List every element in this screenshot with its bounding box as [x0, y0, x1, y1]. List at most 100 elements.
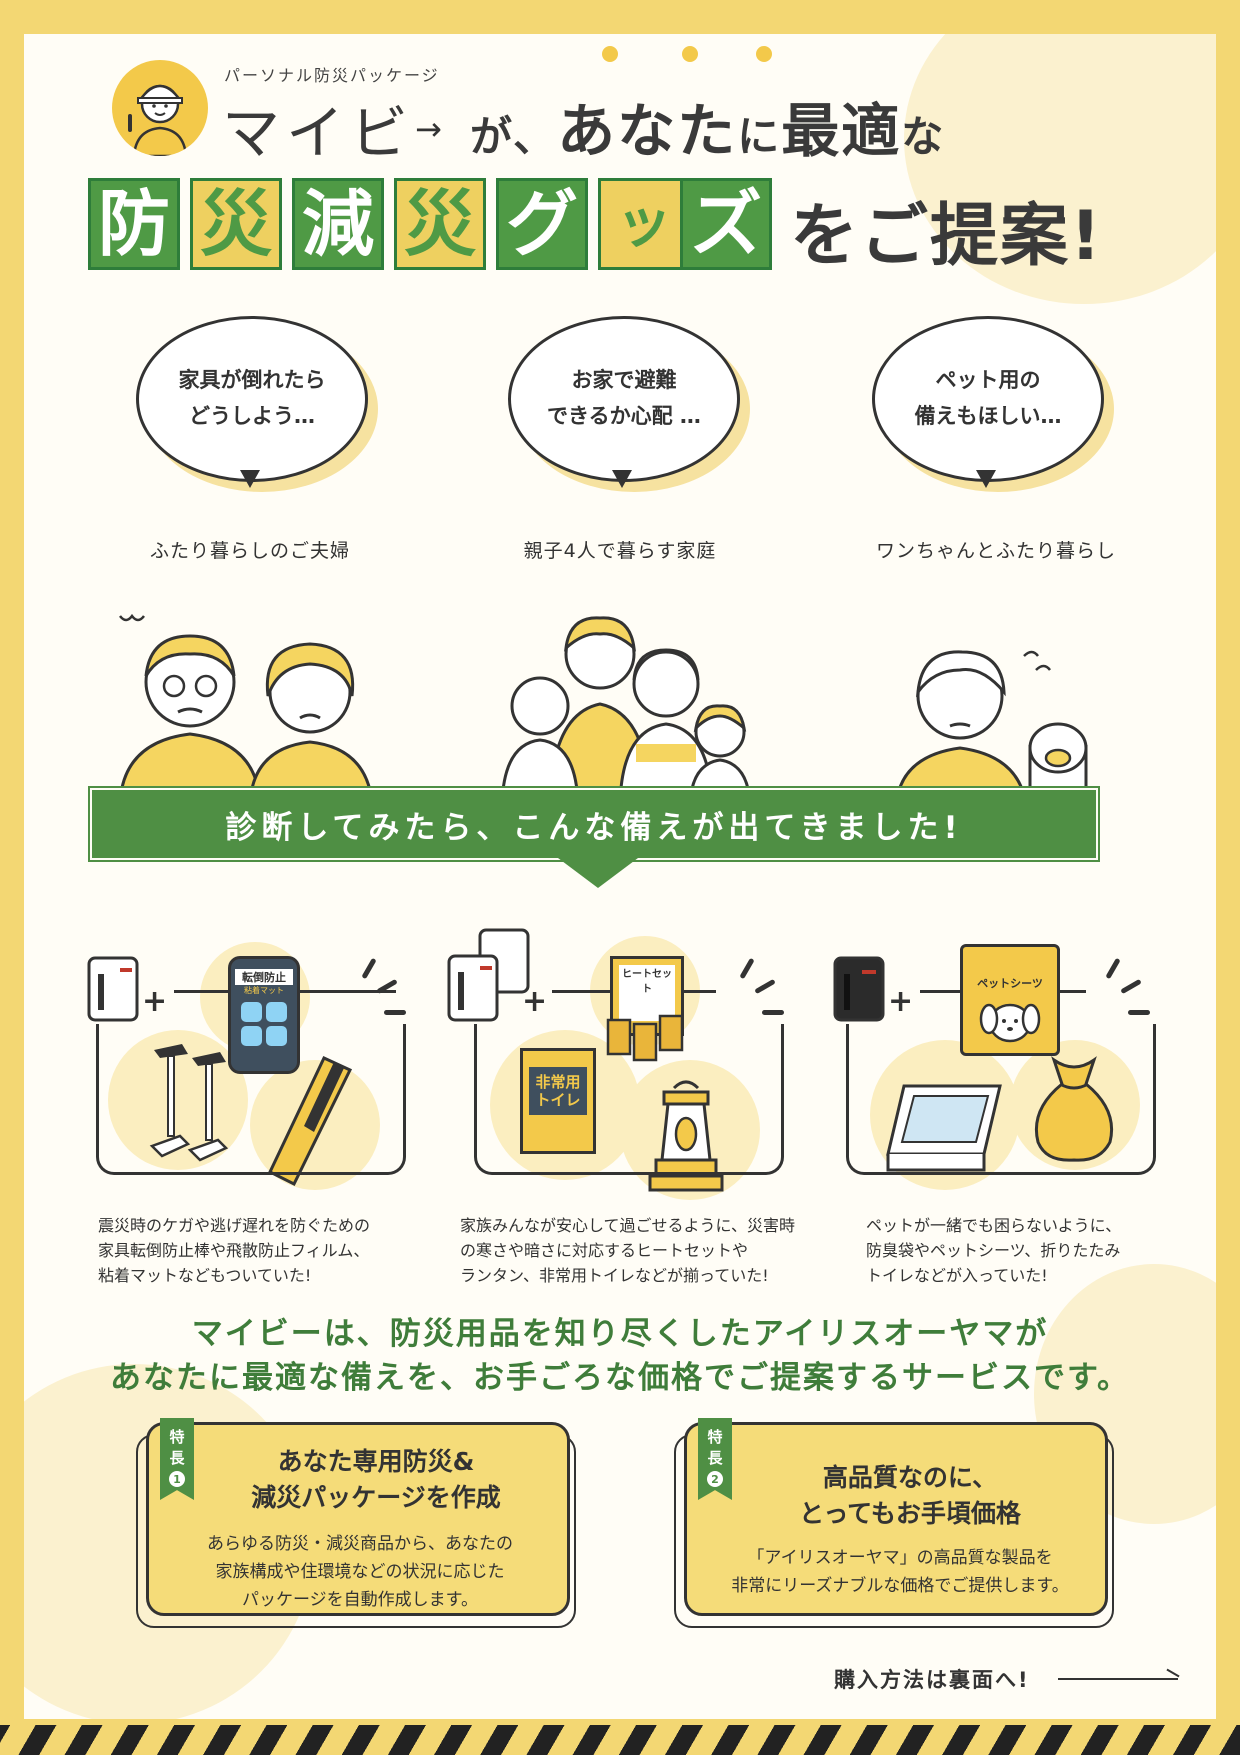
package-description-3: ペットが一緒でも困らないように、 防臭袋やペットシーツ、折りたたみ トイレなどが…	[866, 1214, 1196, 1288]
heat-set-label: ヒートセット	[619, 965, 675, 1021]
backpack-pair-icon	[447, 928, 530, 1022]
headline-line-1: が、あなたに最適な	[470, 84, 945, 168]
package-bracket	[96, 1024, 406, 1175]
couple-illustration	[118, 613, 374, 802]
see-back-note: 購入方法は裏面へ!	[834, 1668, 1030, 1692]
headline-tile: グ	[496, 178, 588, 270]
bubble-text: 家具が倒れたら	[178, 368, 326, 393]
folding-pet-toilet-icon	[886, 1084, 1002, 1172]
anti-slip-mat-package: 転倒防止 粘着マット	[228, 956, 300, 1074]
ribbon-char: 長	[707, 1449, 723, 1467]
diagnosis-banner: 診断してみたら、こんな備えが出てきました!	[92, 790, 1096, 858]
headline-tile: ズ	[680, 178, 772, 270]
odor-proof-bag-icon	[1034, 1056, 1114, 1162]
headline-tile: 災	[394, 178, 486, 270]
family-illustration	[500, 616, 752, 804]
desc-line: ペットが一緒でも困らないように、	[866, 1216, 1122, 1235]
ribbon-char: 特	[707, 1428, 723, 1446]
headline-tile: 減	[292, 178, 384, 270]
bubble-text: どうしよう…	[189, 404, 315, 428]
sparkle-ray	[762, 1010, 784, 1015]
package-description-1: 震災時のケガや逃げ遅れを防ぐための 家具転倒防止棒や飛散防止フィルム、 粘着マッ…	[98, 1214, 428, 1288]
feature-card-1	[146, 1422, 570, 1616]
bubble-text: お家で避難	[571, 368, 677, 393]
feature-1-title: あなた専用防災& 減災パッケージを作成	[186, 1444, 566, 1517]
service-statement-line-2: あなたに最適な備えを、お手ごろな価格でご提案するサービスです。	[110, 1360, 1130, 1396]
body-line: 「アイリスオーヤマ」の高品質な製品を	[747, 1548, 1053, 1568]
plus-sign: +	[888, 984, 914, 1019]
headline-line-2-end: をご提案!	[790, 197, 1104, 276]
ribbon-char: 特	[169, 1428, 185, 1446]
desc-line: ランタン、非常用トイレなどが揃っていた!	[460, 1265, 769, 1285]
ribbon-number: 2	[707, 1471, 723, 1487]
feature-1-body: あらゆる防災・減災商品から、あなたの 家族構成や住環境などの状況に応じた パッケ…	[170, 1530, 550, 1614]
desc-line: 防臭袋やペットシーツ、折りたたみ	[866, 1240, 1121, 1260]
bubble-text: 備えもほしい…	[914, 404, 1062, 428]
persona-label-couple: ふたり暮らしのご夫婦	[149, 540, 350, 562]
body-line: パッケージを自動作成します。	[242, 1590, 478, 1611]
mat-package-label: 転倒防止	[235, 969, 293, 985]
emphasis-dot	[602, 46, 618, 62]
bubble-tail	[240, 470, 260, 488]
puppy-face-icon	[979, 1003, 1041, 1043]
bubble-tail	[612, 470, 632, 488]
brand-arrow-glyph: →	[415, 110, 442, 148]
headline-tile: 防	[88, 178, 180, 270]
headline-anata: あなた	[557, 97, 738, 165]
emergency-toilet-package: 非常用 トイレ	[520, 1048, 596, 1154]
headline-tile: ッ	[598, 178, 690, 270]
toilet-sublabel: トイレ	[535, 1091, 581, 1109]
package-bracket	[846, 1024, 1156, 1175]
persona-label-family: 親子4人で暮らす家庭	[523, 540, 717, 562]
title-line: 減災パッケージを作成	[251, 1483, 501, 1513]
headline-ni: に	[737, 112, 782, 161]
plus-sign: +	[142, 984, 168, 1019]
pet-sheet-package: ペットシーツ	[960, 944, 1060, 1056]
package-bracket	[474, 1024, 784, 1175]
desc-line: 家族みんなが安心して過ごせるように、災害時	[460, 1216, 796, 1235]
sparkle-ray	[1128, 1010, 1150, 1015]
package-description-2: 家族みんなが安心して過ごせるように、災害時 の寒さや暗さに対応するヒートセットや…	[460, 1214, 810, 1288]
service-statement-line-1: マイビーは、防災用品を知り尽くしたアイリスオーヤマが	[191, 1316, 1049, 1352]
speech-bubble-family: お家で避難できるか心配 …	[508, 316, 740, 482]
ribbon-char: 長	[169, 1449, 185, 1467]
headline-na: な	[901, 112, 946, 161]
toilet-label: 非常用	[535, 1073, 581, 1091]
speech-bubble-pet-owner: ペット用の備えもほしい…	[872, 316, 1104, 482]
backpack-icon	[87, 956, 139, 1022]
desc-line: 震災時のケガや逃げ遅れを防ぐための	[98, 1216, 371, 1235]
headline-saiteki: 最適	[781, 97, 902, 165]
mascot-avatar	[112, 60, 208, 156]
bubble-text: ペット用の	[935, 368, 1041, 393]
arrow-line	[1058, 1678, 1178, 1680]
desc-line: 家具転倒防止棒や飛散防止フィルム、	[98, 1240, 370, 1260]
bubble-text: できるか心配 …	[547, 404, 701, 428]
feature-ribbon-1: 特 長 1	[160, 1418, 194, 1500]
ribbon-number: 1	[169, 1471, 185, 1487]
desc-line: の寒さや暗さに対応するヒートセットや	[460, 1240, 749, 1260]
headline-tile: 災	[190, 178, 282, 270]
bubble-tail	[976, 470, 996, 488]
plus-sign: +	[522, 984, 548, 1019]
worker-mascot-icon	[128, 84, 188, 156]
emphasis-dot	[756, 46, 772, 62]
pet-sheet-label: ペットシーツ	[977, 977, 1043, 990]
hazard-stripe-border	[0, 1725, 1240, 1755]
body-line: あらゆる防災・減災商品から、あなたの	[207, 1534, 513, 1554]
body-line: 非常にリーズナブルな価格でご提供します。	[731, 1576, 1069, 1597]
persona-label-pet-owner: ワンちゃんとふたり暮らし	[875, 540, 1116, 562]
desc-line: トイレなどが入っていた!	[866, 1265, 1048, 1285]
feature-ribbon-2: 特 長 2	[698, 1418, 732, 1500]
headline-ga: が、	[470, 112, 558, 161]
heat-pads-icon	[606, 1014, 684, 1062]
shatterproof-film-icon	[268, 1056, 353, 1187]
feature-2-title: 高品質なのに、 とってもお手頃価格	[720, 1460, 1100, 1533]
sparkle-ray	[384, 1010, 406, 1015]
banner-down-arrow	[558, 858, 638, 888]
emphasis-dot	[682, 46, 698, 62]
sub-brand-label: パーソナル防災パッケージ	[224, 66, 440, 85]
feature-2-body: 「アイリスオーヤマ」の高品質な製品を 非常にリーズナブルな価格でご提供します。	[710, 1544, 1090, 1600]
black-backpack-icon	[833, 956, 885, 1022]
title-line: とってもお手頃価格	[799, 1499, 1021, 1529]
title-line: 高品質なのに、	[822, 1463, 998, 1492]
